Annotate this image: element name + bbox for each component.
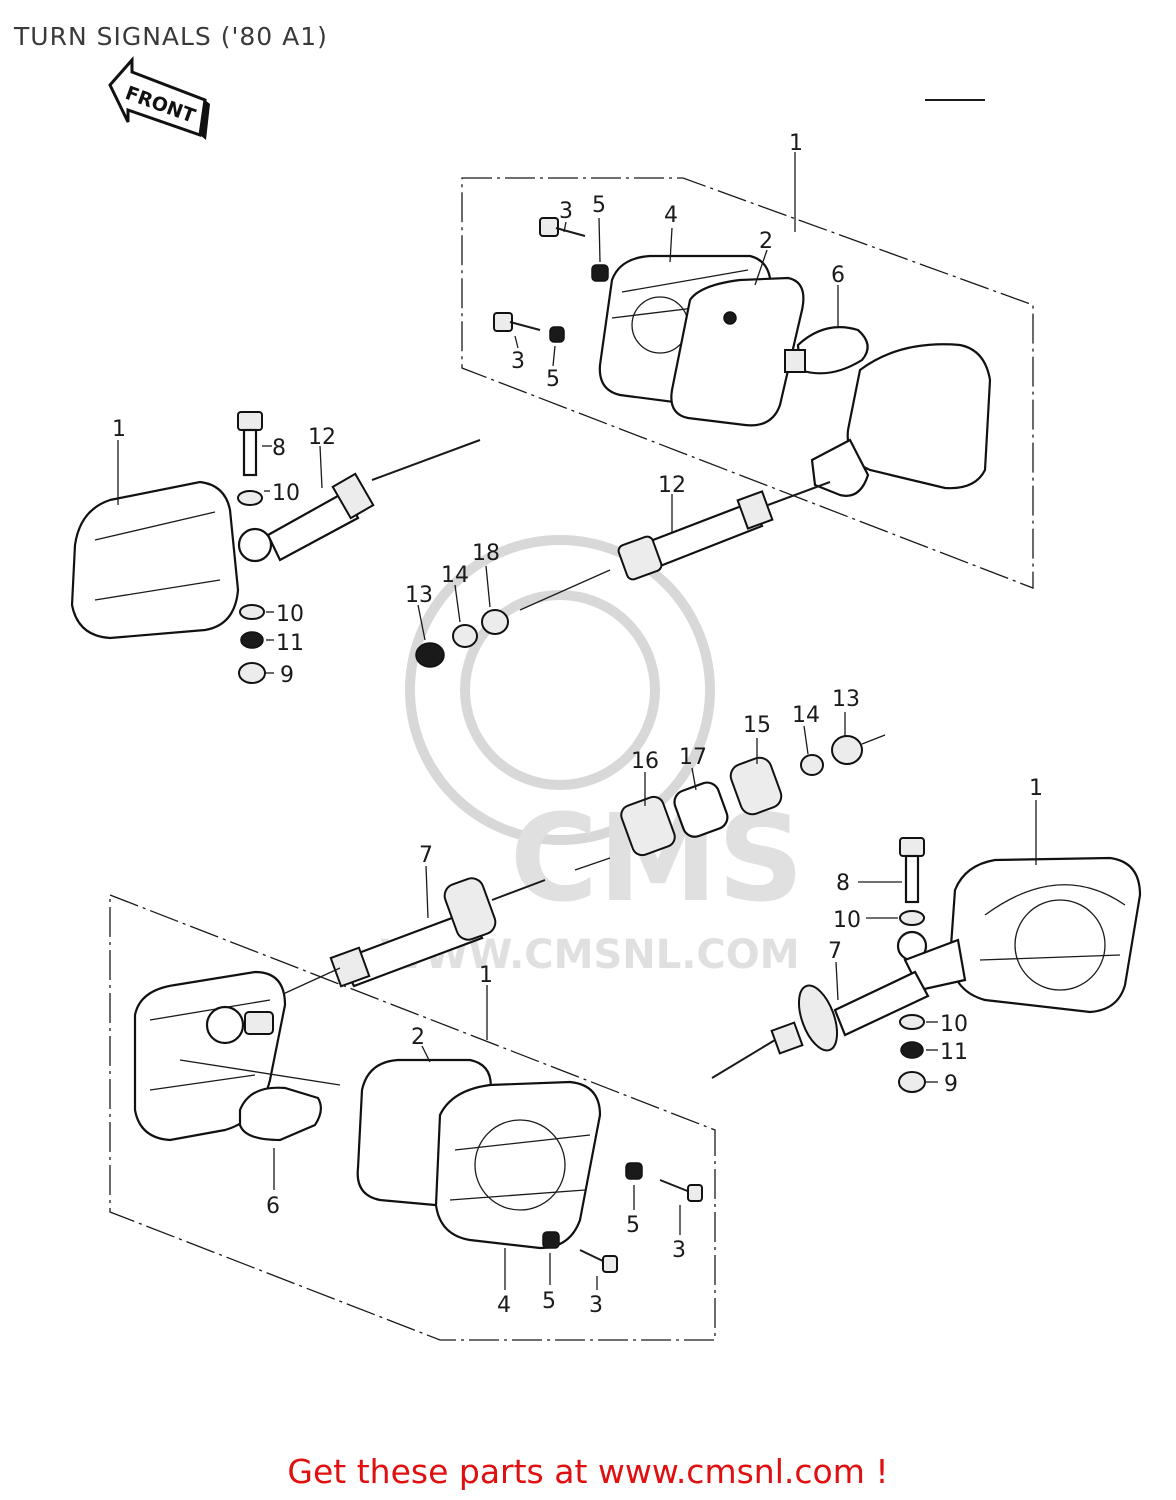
right-turn-signal: 1 8 10 7 10 11 9 — [711, 776, 1142, 1097]
left-turn-signal: 1 8 12 10 10 11 9 — [70, 411, 481, 688]
bottom-stem-assembly: 7 — [269, 843, 546, 1001]
callout-right-1: 1 — [1029, 776, 1043, 801]
callout-bottom-5b: 5 — [542, 1289, 556, 1314]
callout-bottom-3b: 3 — [589, 1293, 603, 1318]
callout-bottom-3a: 3 — [672, 1238, 686, 1263]
callout-left-10a: 10 — [272, 481, 300, 506]
callout-top-1: 1 — [789, 131, 803, 156]
callout-left-12: 12 — [308, 425, 336, 450]
callout-top-3a: 3 — [559, 199, 573, 224]
callout-mount-13: 13 — [832, 687, 860, 712]
callout-center-13: 13 — [405, 583, 433, 608]
callout-top-5b: 5 — [546, 367, 560, 392]
callout-mount-17: 17 — [679, 745, 707, 770]
callout-bottom-1: 1 — [479, 963, 493, 988]
callout-mount-16: 16 — [631, 749, 659, 774]
callout-left-8: 8 — [272, 436, 286, 461]
callout-center-18: 18 — [472, 541, 500, 566]
callout-top-5a: 5 — [592, 193, 606, 218]
callout-bottom-6: 6 — [266, 1194, 280, 1219]
top-exploded-box: 1 3 5 4 2 6 3 5 — [461, 131, 1034, 589]
center-mount-parts: 16 17 15 14 13 — [574, 687, 886, 871]
callout-top-4: 4 — [664, 203, 678, 228]
callout-left-11: 11 — [276, 631, 304, 656]
callout-mount-14: 14 — [792, 703, 820, 728]
callout-bottom-stem-7: 7 — [419, 843, 433, 868]
diagram-title: TURN SIGNALS ('80 A1) — [14, 22, 328, 51]
callout-bottom-2: 2 — [411, 1025, 425, 1050]
callout-right-8: 8 — [836, 871, 850, 896]
callout-top-6: 6 — [831, 263, 845, 288]
callout-left-10b: 10 — [276, 602, 304, 627]
bottom-exploded-box: 1 2 6 5 3 4 5 3 — [109, 894, 716, 1341]
callout-left-1: 1 — [112, 417, 126, 442]
callout-bottom-5a: 5 — [626, 1213, 640, 1238]
callout-right-9: 9 — [944, 1072, 958, 1097]
callout-bottom-4: 4 — [497, 1293, 511, 1318]
watermark-logo: CMS WWW.CMSNL.COM — [380, 535, 804, 978]
callout-top-3b: 3 — [511, 349, 525, 374]
callout-left-9: 9 — [280, 663, 294, 688]
callout-right-7: 7 — [828, 939, 842, 964]
callout-mount-15: 15 — [743, 713, 771, 738]
callout-center-12: 12 — [658, 473, 686, 498]
callout-right-10a: 10 — [833, 908, 861, 933]
footer-link[interactable]: Get these parts at www.cmsnl.com ! — [287, 1452, 889, 1491]
callout-right-10b: 10 — [940, 1012, 968, 1037]
callout-center-14: 14 — [441, 563, 469, 588]
callout-top-2: 2 — [759, 229, 773, 254]
center-stem-assembly: 12 13 14 18 — [405, 473, 831, 668]
callout-right-11: 11 — [940, 1040, 968, 1065]
front-arrow: FRONT — [108, 56, 210, 140]
